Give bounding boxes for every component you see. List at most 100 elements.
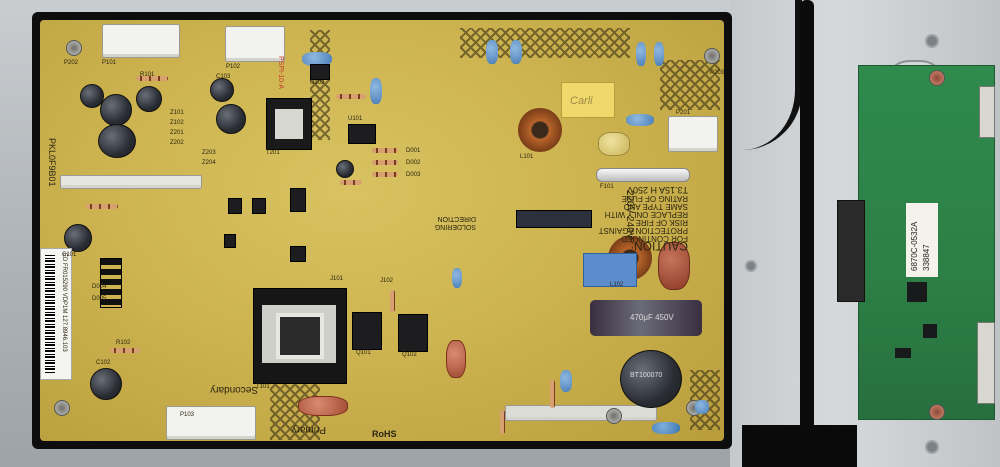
black-cable-right [800,0,814,430]
ref-label: P103 [180,412,195,418]
ref-label: R102 [116,340,131,346]
ref-label: Z102 [170,120,184,126]
ref-label: T101 [256,384,270,390]
black-foam-pad [742,425,857,467]
capacitor [210,78,234,102]
diode-array [100,258,122,308]
capacitor [216,104,246,134]
bridge-rectifier [516,210,592,228]
tcon-lvds-connector [837,200,865,302]
mounting-hole-icon [925,440,939,454]
pcb-id: PSPI-10-A [277,56,284,90]
resistor [390,290,395,312]
capacitor [620,350,682,408]
optocoupler [228,198,242,214]
ref-label: Z203 [202,150,216,156]
screw-icon [66,40,82,56]
resistor [500,410,505,434]
primary-label: Primary [291,424,326,435]
ceramic-capacitor [486,40,498,64]
cert-label-text: ED FR015290 VDP1M 127.8946.103 [61,253,67,352]
resistor [372,172,398,177]
connector-top-left [102,24,180,58]
connector-top-middle [225,26,285,62]
secondary-label: Secondary [210,384,258,395]
capacitor [90,368,122,400]
screw-icon [606,408,622,424]
resistor [340,180,362,185]
capacitor [98,124,136,158]
ic-chip [310,64,330,80]
ref-label: D002 [406,160,421,166]
ref-label: Z204 [202,160,216,166]
transistor [352,312,382,350]
screw-icon [54,400,70,416]
ceramic-capacitor [370,78,382,104]
ref-label: P102 [226,64,241,70]
ceramic-capacitor [695,400,709,414]
ref-label: J102 [380,278,394,284]
power-supply-board: 470μF 450V BT100070 [32,12,732,449]
transformer-winding [276,313,324,359]
tcon-sticker-text: 6870C-0532A [910,222,919,271]
ref-label: C102 [96,360,111,366]
ref-label: D001 [406,148,421,154]
ref-label: L102 [610,282,624,288]
ref-label: U102 [310,80,325,86]
caution-line2: PROTECTION AGAINST [598,226,688,235]
main-transformer [253,288,347,384]
ceramic-capacitor [654,42,664,66]
ref-label: P201 [676,110,691,116]
fuse [596,168,690,182]
ref-label: C101 [62,252,77,258]
heatsink-bracket-left [60,175,202,189]
coil-label: BT100070 [630,372,663,379]
hatch-pattern-icon [660,60,720,110]
x-capacitor-blue [583,253,637,287]
varistor [446,340,466,378]
bulk-capacitor [590,300,702,336]
resistor [86,204,118,209]
ceramic-capacitor [302,52,332,66]
soldering-label: SOLDERING [434,223,476,230]
barcode [45,255,55,373]
resistor [372,148,398,153]
capacitor [136,86,162,112]
capacitor [336,160,354,178]
resistor [372,160,398,165]
tcon-chip [907,282,927,302]
connector-right-input [668,116,718,152]
common-mode-choke [518,108,562,152]
ref-label: L101 [520,154,534,160]
ceramic-capacitor [636,42,646,66]
diode-array [290,246,306,262]
capacitor [100,94,132,126]
ref-label: P101 [102,60,117,66]
screw-icon [929,70,945,86]
board-code: PKL0F9B01 [47,138,57,187]
voltage-rating-vertical: 220V-240V [624,190,635,240]
tcon-connector-bottom [977,322,995,404]
resistor [336,94,366,99]
film-capacitor [598,132,630,156]
carli-brand-label: Carli [570,95,593,107]
caution-line3: RISK OF FIRE [635,218,688,227]
black-cable-left [735,0,802,150]
tcon-sticker-line1: 6870C-0532A [910,221,919,271]
tcon-sticker-line2: 338847 [922,244,931,271]
screw-icon [704,48,720,64]
ref-label: D003 [406,172,421,178]
varistor [298,396,348,416]
ref-label: D004 [92,284,107,290]
optocoupler [252,198,266,214]
ceramic-capacitor [626,114,654,126]
mounting-hole-icon [745,260,757,272]
screw-icon [929,404,945,420]
connector-bottom-left [166,406,256,440]
optocoupler [224,234,236,248]
ref-label: R101 [140,72,155,78]
ref-label: Q101 [356,350,371,356]
transistor [398,314,428,352]
ref-label: D005 [92,296,107,302]
